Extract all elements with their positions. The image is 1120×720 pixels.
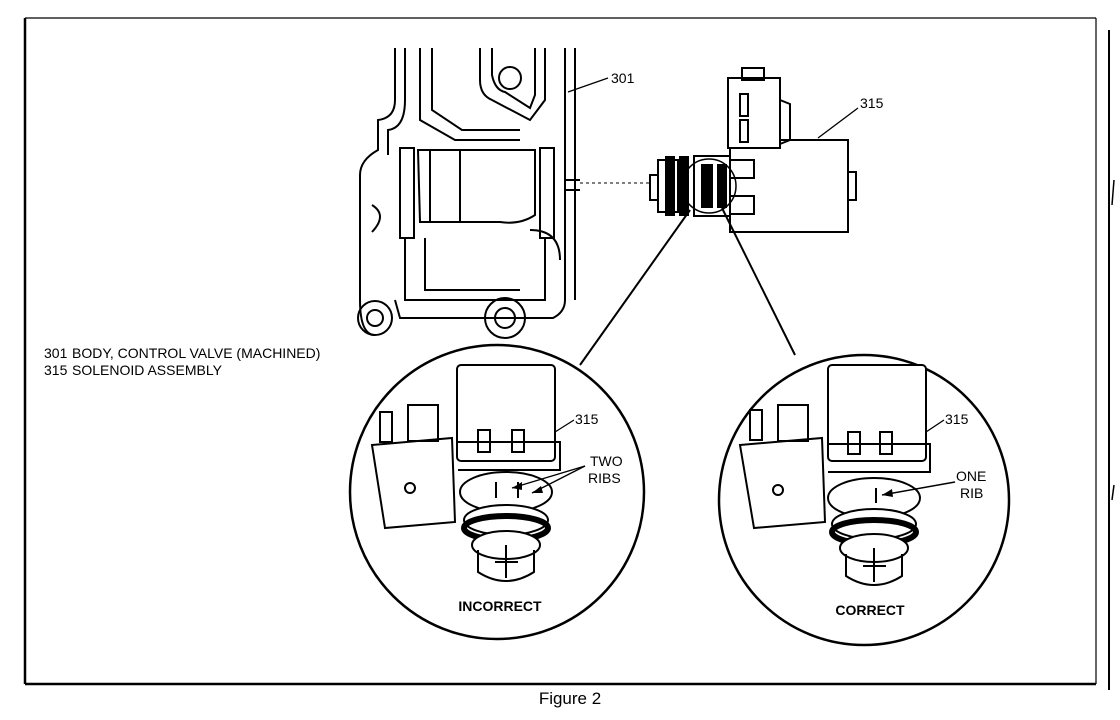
incorrect-note-line1: TWO (590, 453, 623, 469)
svg-text:301: 301 (611, 70, 635, 86)
detail-leaders (579, 207, 796, 366)
legend-code: 301 (44, 345, 68, 361)
edge-marks (1111, 179, 1115, 501)
correct-title: CORRECT (835, 602, 905, 618)
svg-text:315: 315 (945, 411, 969, 427)
incorrect-note-line2: RIBS (588, 470, 621, 486)
solenoid-assembly (649, 67, 857, 233)
figure-caption: Figure 2 (538, 689, 602, 708)
correct-note-line1: ONE (956, 468, 986, 484)
legend-text: BODY, CONTROL VALVE (MACHINED) (72, 345, 321, 361)
control-valve-body (357, 48, 580, 339)
callout-301: 301 (567, 70, 635, 93)
detail-incorrect: 315 TWO RIBS INCORRECT (348, 343, 646, 641)
figure-border (23, 17, 1110, 690)
legend-code: 315 (44, 362, 68, 378)
callout-315: 315 (817, 95, 884, 139)
legend-text: SOLENOID ASSEMBLY (72, 362, 222, 378)
svg-text:315: 315 (860, 95, 884, 111)
detail-correct: 315 ONE RIB CORRECT (717, 353, 1011, 647)
correct-note-line2: RIB (960, 485, 983, 501)
svg-text:315: 315 (575, 411, 599, 427)
incorrect-title: INCORRECT (458, 598, 542, 614)
